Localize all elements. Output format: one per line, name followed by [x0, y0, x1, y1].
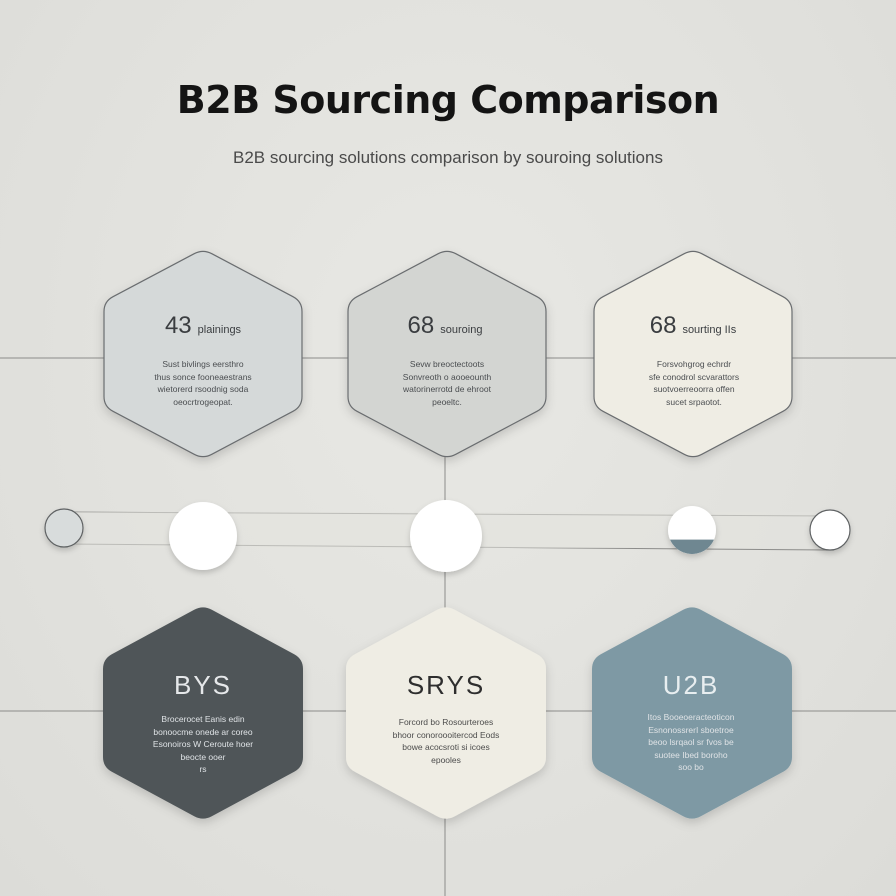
page-title: B2B Sourcing Comparison	[176, 78, 720, 122]
hex-name-description-2: Forcord bo Rosourteroes bhoor conoroooit…	[392, 717, 500, 765]
timeline-marker-4	[668, 506, 716, 554]
timeline-marker-level-fill	[668, 539, 716, 554]
timeline-marker-1	[44, 508, 84, 548]
hex-name-1: BYS	[173, 670, 233, 700]
hex-value-number-2: 68	[407, 312, 435, 339]
hex-value-unit-3: sourting IIs	[682, 324, 737, 336]
hex-name-description-3: Itos Booeoeracteoticon EsnonossrerI sboe…	[647, 712, 735, 772]
hex-value-1: 43 plainings	[113, 312, 293, 340]
top-hexagon-1	[103, 250, 303, 458]
hex-name-2: SRYS	[406, 670, 486, 700]
timeline-marker-5	[809, 509, 851, 551]
hex-name-description-1: Brocerocet Eanis edin bonoocme onede ar …	[152, 714, 254, 774]
hex-value-2: 68 souroing	[355, 312, 535, 340]
hex-value-3: 68 sourting IIs	[603, 312, 783, 340]
hex-value-unit-2: souroing	[440, 324, 483, 336]
timeline-marker-3	[410, 500, 482, 572]
bottom-hexagon-3	[592, 607, 792, 819]
hex-description-2: Sevw breoctectoots Sonvreoth o aooeounth…	[402, 359, 492, 407]
hex-value-number-1: 43	[164, 312, 192, 339]
hex-description-3: Forsvohgrog echrdr sfe conodrol scvaratt…	[648, 359, 740, 407]
hex-name-3: U2B	[662, 670, 720, 700]
top-hexagon-2	[347, 250, 547, 458]
bottom-hexagon-2	[346, 607, 546, 819]
top-hexagon-3	[593, 250, 793, 458]
timeline-marker-2	[169, 502, 237, 570]
page-subtitle: B2B sourcing solutions comparison by sou…	[233, 148, 663, 167]
hex-description-1: Sust bivlings eersthro thus sonce foonea…	[154, 359, 252, 407]
hex-value-number-3: 68	[649, 312, 677, 339]
hex-value-unit-1: plainings	[197, 324, 242, 336]
bottom-hexagon-1	[103, 607, 303, 819]
